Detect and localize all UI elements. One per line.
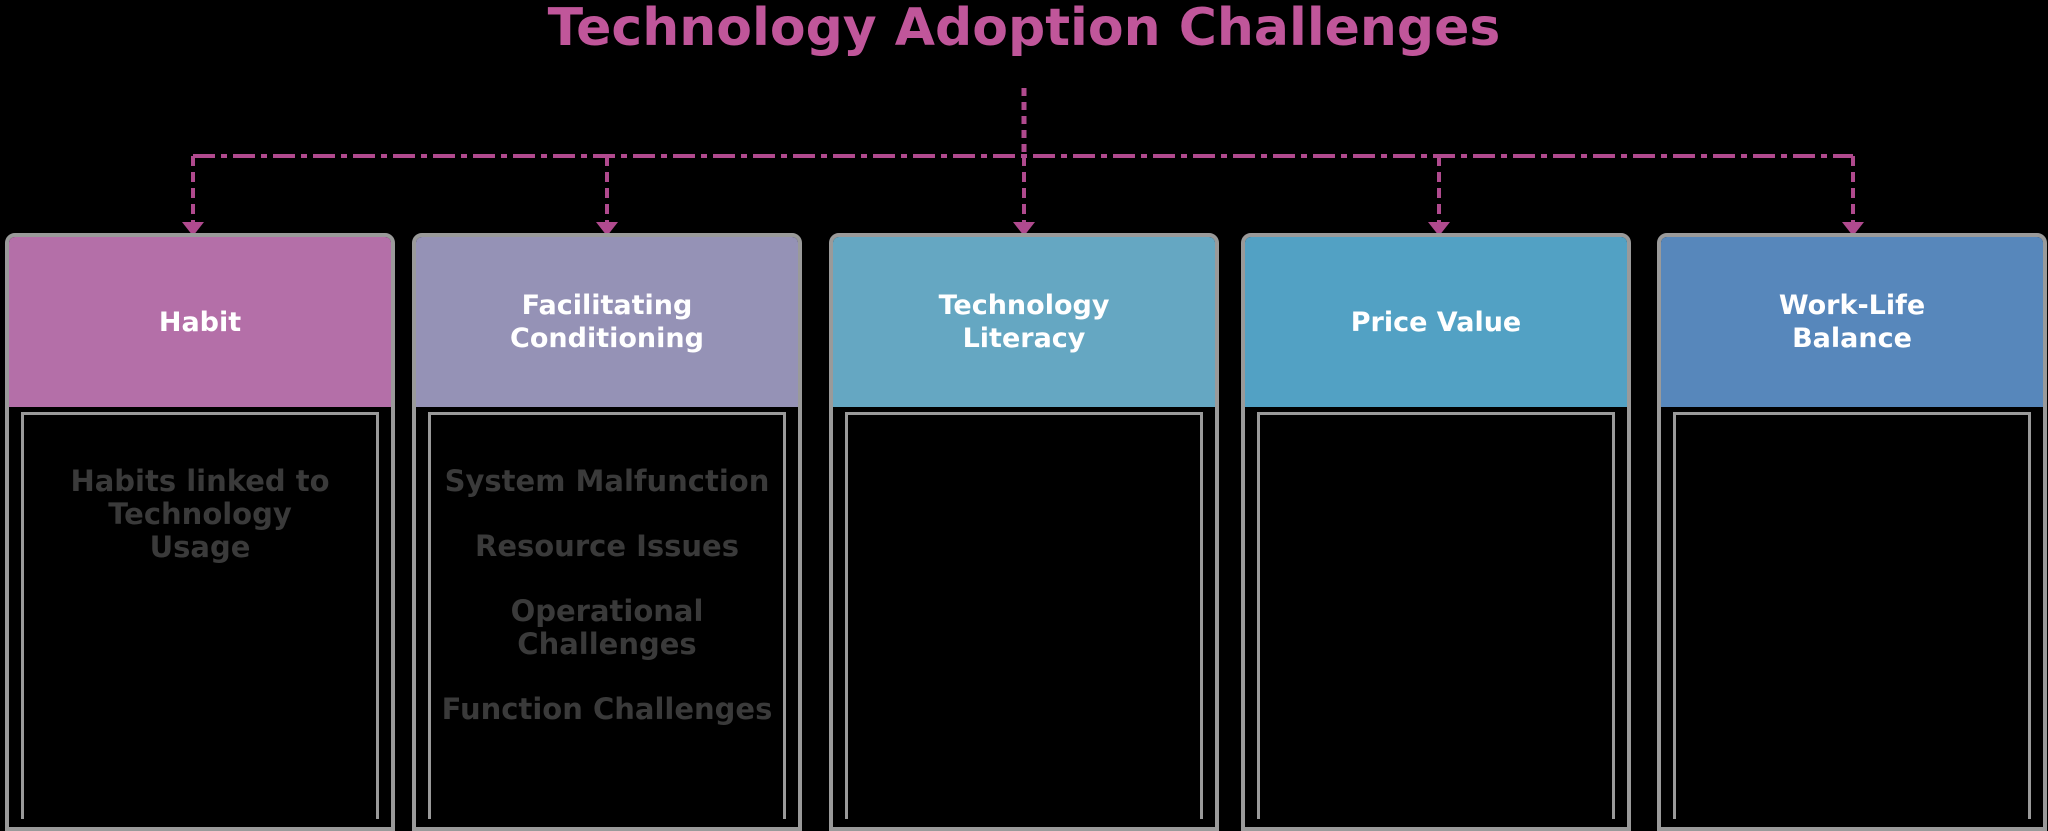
diagram-title: Technology Adoption Challenges bbox=[547, 0, 1501, 58]
card-habit: Habit Habits linked to Technology Usage bbox=[5, 233, 395, 831]
card-item-operational-challenges: Operational Challenges bbox=[510, 594, 704, 661]
card-body-work-life-balance bbox=[1673, 412, 2031, 819]
card-header-habit: Habit bbox=[9, 237, 391, 407]
card-facilitating-conditioning: Facilitating Conditioning System Malfunc… bbox=[412, 233, 802, 831]
card-item-function-challenges: Function Challenges bbox=[441, 692, 773, 726]
card-label-habit: Habit bbox=[158, 306, 242, 338]
card-body-facilitating-conditioning: System Malfunction Resource Issues Opera… bbox=[428, 412, 786, 819]
card-header-work-life-balance: Work-Life Balance bbox=[1661, 237, 2043, 407]
card-technology-literacy: Technology Literacy bbox=[829, 233, 1219, 831]
card-body-technology-literacy bbox=[845, 412, 1203, 819]
card-item-system-malfunction: System Malfunction bbox=[444, 464, 770, 498]
card-label-price-value: Price Value bbox=[1350, 306, 1522, 338]
card-label-work-life-balance: Work-Life Balance bbox=[1778, 290, 1926, 354]
card-label-facilitating-conditioning: Facilitating Conditioning bbox=[510, 290, 704, 354]
arrowhead-facilitating-conditioning bbox=[596, 222, 618, 236]
card-label-technology-literacy: Technology Literacy bbox=[938, 290, 1110, 354]
card-body-price-value bbox=[1257, 412, 1615, 819]
branch-connectors bbox=[182, 156, 1864, 236]
arrowhead-work-life-balance bbox=[1842, 222, 1864, 236]
card-body-habit: Habits linked to Technology Usage bbox=[21, 412, 379, 819]
card-item-habits-linked: Habits linked to Technology Usage bbox=[70, 464, 330, 564]
arrowhead-price-value bbox=[1428, 222, 1450, 236]
arrowhead-technology-literacy bbox=[1013, 222, 1035, 236]
card-item-resource-issues: Resource Issues bbox=[475, 529, 739, 563]
arrowhead-habit bbox=[182, 222, 204, 236]
card-work-life-balance: Work-Life Balance bbox=[1657, 233, 2047, 831]
card-header-technology-literacy: Technology Literacy bbox=[833, 237, 1215, 407]
card-price-value: Price Value bbox=[1241, 233, 1631, 831]
card-header-facilitating-conditioning: Facilitating Conditioning bbox=[416, 237, 798, 407]
card-header-price-value: Price Value bbox=[1245, 237, 1627, 407]
